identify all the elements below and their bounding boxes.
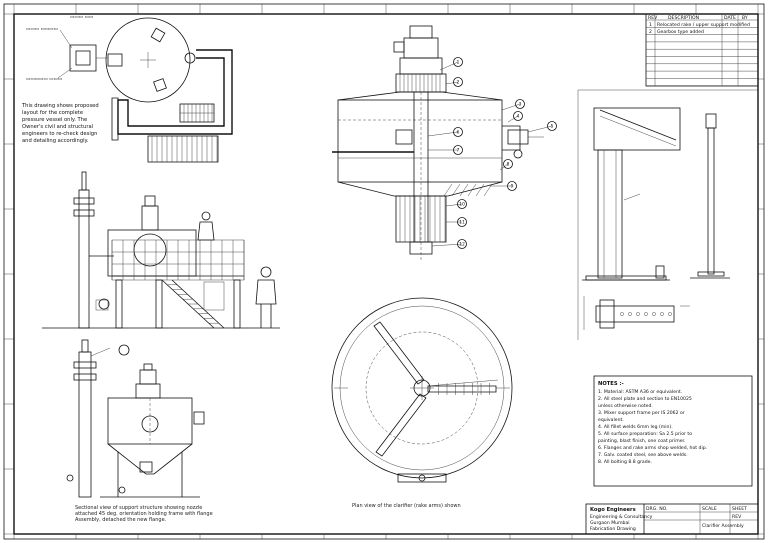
balloon-mark: 1 <box>457 60 460 66</box>
plan-caption: Plan view of the clarifier (rake arms) s… <box>352 503 461 509</box>
revision-table: REV DESCRIPTION DATE BY 1 Relocated rake… <box>645 13 759 87</box>
balloon-mark: 6 <box>457 130 460 136</box>
notes-line-6: 4. All fillet welds 6mm leg (min). <box>598 424 673 430</box>
notes-line-10: 7. Galv. coated steel, see above welds. <box>598 452 688 458</box>
support-section-view <box>66 339 205 498</box>
company-name: Kogo Engineers <box>590 507 636 513</box>
field-scale: SCALE <box>702 506 717 512</box>
balloon-mark: 3 <box>519 102 522 108</box>
section-caption-line-3: Assembly, detached the new flange. <box>75 517 167 523</box>
rev-header-rev: REV <box>648 15 658 21</box>
balloon-mark: 8 <box>507 162 510 168</box>
top-label-b: ▭▭▭▭▭ ▭▭▭ <box>26 77 62 82</box>
balloon-mark: 10 <box>459 202 465 208</box>
notes-line-2: 2. All steel plate and section to EN1002… <box>598 396 692 402</box>
notes-title: NOTES :- <box>598 381 624 387</box>
balloon-mark: 9 <box>511 184 514 190</box>
clarifier-elevation-view <box>332 25 544 260</box>
rev-row-1-desc: Relocated rake / upper support modified <box>657 22 750 28</box>
rev-header-by: BY <box>742 15 748 21</box>
rev-row-2-desc: Gearbox type added <box>657 29 704 35</box>
notes-line-5: equivalent. <box>598 417 624 423</box>
left-note-line-6: and detailing accordingly. <box>22 138 89 144</box>
notes-box: NOTES :- 1. Material: ASTM A36 or equiva… <box>593 375 753 487</box>
top-plan-view: ▭▭▭ ▭▭▭▭ ▭▭▭▭▭ ▭▭▭ ▭▭▭ ▭▭ <box>26 15 233 163</box>
left-note-line-3: pressure vessel only. The <box>22 117 87 123</box>
balloon-mark: 4 <box>517 114 520 120</box>
company-line-3: Fabrication Drawing <box>590 526 636 532</box>
left-notes: This drawing shows proposed layout for t… <box>21 103 99 144</box>
section-caption: Sectional view of support structure show… <box>75 505 213 523</box>
left-note-line-1: This drawing shows proposed <box>21 103 99 109</box>
drawing-title: Clarifier Assembly <box>702 523 744 529</box>
notes-line-3: unless otherwise noted. <box>598 403 653 409</box>
top-label-a: ▭▭▭ ▭▭▭▭ <box>26 27 58 32</box>
rev-header-desc: DESCRIPTION <box>668 15 699 21</box>
field-drg-no: DRG. NO. <box>646 506 668 512</box>
balloon-mark: 2 <box>457 80 460 86</box>
side-elevation-view <box>42 171 280 329</box>
sheet-border <box>3 3 765 540</box>
company-line-1: Engineering & Consultancy <box>590 514 653 520</box>
field-sheet: SHEET <box>732 506 747 512</box>
left-note-line-4: Owner's civil and structural <box>22 124 93 130</box>
notes-line-7: 5. All surface preparation: Sa 2.5 prior… <box>598 431 692 437</box>
rake-plan-view <box>331 297 513 483</box>
section-caption-line-1: Sectional view of support structure show… <box>75 505 202 511</box>
balloon-mark: 7 <box>457 148 460 154</box>
notes-line-8: painting, blast finish, one coat primer. <box>598 438 685 444</box>
left-note-line-2: layout for the complete <box>22 110 83 116</box>
balloon-mark: 5 <box>551 124 554 130</box>
notes-line-11: 8. All bolting 8.8 grade. <box>598 459 652 465</box>
rev-row-1-no: 1 <box>649 22 652 28</box>
balloon-mark: 12 <box>459 242 465 248</box>
rev-header-date: DATE <box>724 15 736 21</box>
balloon-mark: 11 <box>459 220 465 226</box>
notes-line-1: 1. Material: ASTM A36 or equivalent. <box>598 389 682 395</box>
rev-row-2-no: 2 <box>649 29 652 35</box>
column-detail-view <box>577 89 758 340</box>
notes-line-4: 3. Mixer support frame per IS 2062 or <box>598 410 685 416</box>
field-rev: REV <box>732 514 742 520</box>
section-caption-line-2: attached 45 deg. orientation holding fra… <box>75 511 213 517</box>
title-block: Kogo Engineers Engineering & Consultancy… <box>585 503 759 535</box>
notes-line-9: 6. Flanges and rake arms shop welded, ho… <box>598 445 707 451</box>
top-label-c: ▭▭▭ ▭▭ <box>70 15 93 20</box>
company-line-2: Gurgaon Mumbai <box>590 520 630 526</box>
left-note-line-5: engineers to re-check design <box>22 131 97 137</box>
